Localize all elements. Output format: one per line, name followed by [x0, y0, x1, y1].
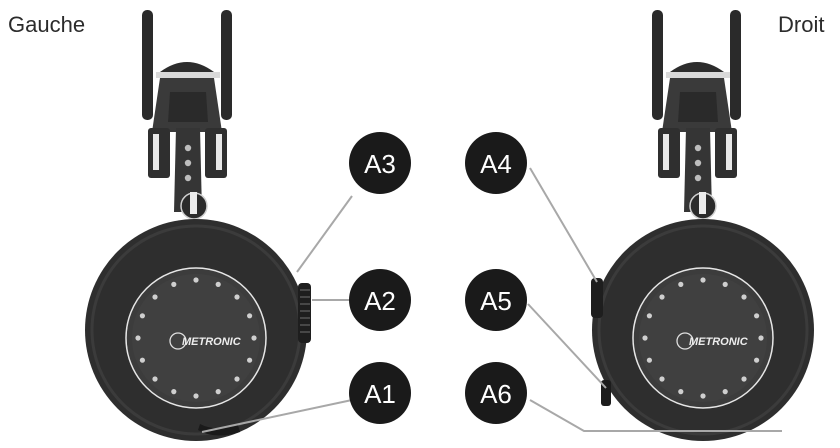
right-headband-cap [670, 62, 724, 72]
left-volume-wheel [298, 283, 311, 343]
leader-a5 [527, 303, 607, 389]
right-side-label: Droit [778, 12, 825, 37]
marker-a2-label: A2 [364, 286, 396, 316]
right-headset: R METRONIC [591, 10, 814, 441]
marker-a3 [349, 132, 411, 194]
leader-a3 [296, 195, 353, 273]
leader-lines [201, 167, 782, 433]
marker-a1-label: A1 [364, 379, 396, 409]
leader-a4 [529, 167, 598, 283]
left-brand-text: METRONIC [182, 336, 242, 348]
right-slider-arm [684, 128, 712, 212]
marker-a4 [465, 132, 527, 194]
leader-a1 [201, 399, 353, 433]
marker-a2 [349, 269, 411, 331]
right-antenna-2 [730, 10, 741, 120]
left-bottom-socket [198, 424, 240, 436]
marker-a4-label: A4 [480, 149, 512, 179]
right-brand-text: METRONIC [689, 336, 749, 348]
marker-a6-label: A6 [480, 379, 512, 409]
left-brand-logo [169, 332, 187, 350]
right-side-button [591, 278, 603, 318]
right-brand-logo [676, 332, 694, 350]
marker-a3-label: A3 [364, 149, 396, 179]
left-headband-cap [160, 62, 214, 72]
left-antenna-2 [221, 10, 232, 120]
marker-a5 [465, 269, 527, 331]
left-antenna-1 [142, 10, 153, 120]
left-slider-arm [174, 128, 202, 212]
left-headset: L METRONIC [85, 10, 311, 441]
leader-a6 [529, 399, 782, 432]
left-side-label: Gauche [8, 12, 86, 37]
callout-markers: A3 A2 A1 A4 A5 A6 [349, 132, 527, 424]
marker-a6 [465, 362, 527, 424]
marker-a5-label: A5 [480, 286, 512, 316]
marker-a1 [349, 362, 411, 424]
right-antenna-1 [652, 10, 663, 120]
